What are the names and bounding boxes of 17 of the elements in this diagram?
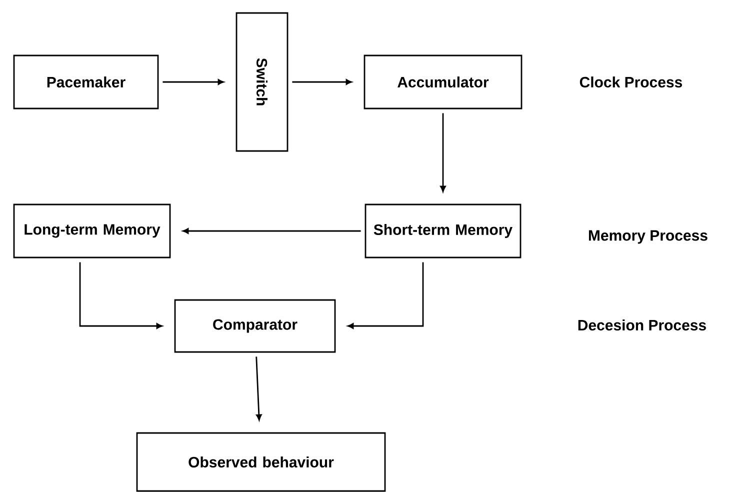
process-box: Comparator bbox=[174, 299, 336, 353]
arrow bbox=[440, 113, 446, 192]
process-label: Clock Process bbox=[580, 76, 682, 88]
process-box: Observed behaviour bbox=[136, 432, 386, 492]
arrow bbox=[348, 262, 424, 329]
arrow bbox=[292, 79, 352, 85]
process-box: Long-term Memory bbox=[13, 204, 171, 258]
process-label: Memory Process bbox=[588, 230, 708, 244]
process-label: Decesion Process bbox=[578, 319, 706, 330]
arrow bbox=[162, 79, 224, 85]
arrow bbox=[256, 356, 262, 420]
arrow bbox=[182, 228, 361, 234]
process-box: Pacemaker bbox=[13, 54, 159, 110]
process-box: Accumulator bbox=[364, 54, 522, 110]
arrow bbox=[79, 262, 162, 329]
process-box: Short-term Memory bbox=[364, 204, 522, 258]
process-box: Switch bbox=[236, 12, 288, 152]
